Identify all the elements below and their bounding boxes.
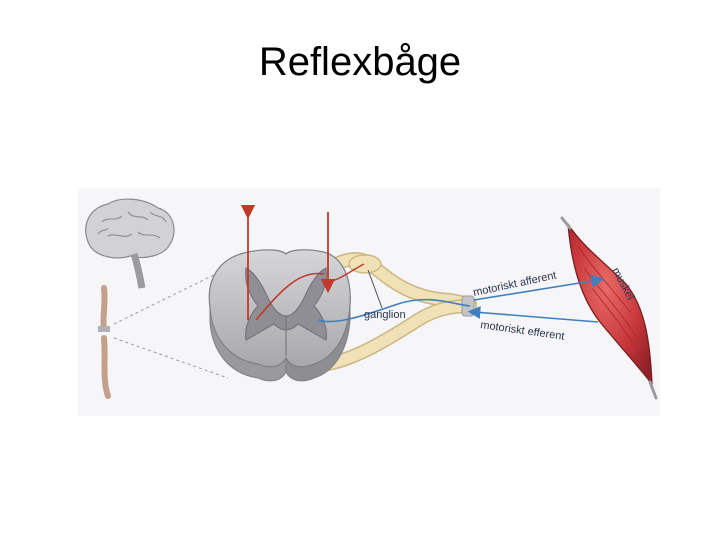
reflex-arc-figure: ganglion motoriskt afferent motoriskt ef… bbox=[78, 188, 660, 416]
slide-title: Reflexbåge bbox=[0, 40, 720, 85]
spinal-cord-cross-section bbox=[209, 250, 350, 381]
ganglion-label: ganglion bbox=[364, 309, 406, 321]
